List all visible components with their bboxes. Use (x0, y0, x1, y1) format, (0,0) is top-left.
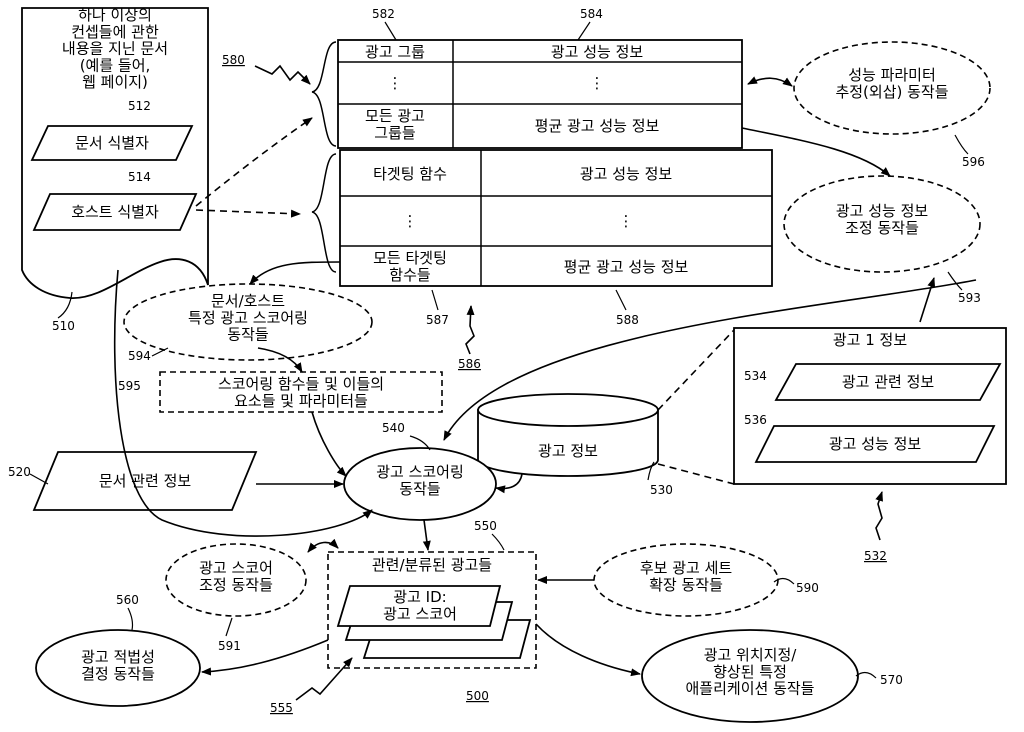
ad-group-header-1: 광고 그룹 (365, 43, 425, 61)
ad-group-table: 광고 그룹 광고 성능 정보 ⋮ ⋮ 모든 광고그룹들 평균 광고 성능 정보 (338, 40, 742, 148)
figure-ref: 500 (466, 689, 489, 703)
related-ads-title: 관련/분류된 광고들 (372, 556, 492, 574)
relevance-label: 광고 적법성결정 동작들 (81, 648, 155, 683)
ad1-info-title: 광고 1 정보 (833, 331, 907, 349)
ad-group-col2-ref: 584 (580, 7, 603, 21)
doc-id-label: 문서 식별자 (75, 134, 149, 152)
param-estimation-node: 성능 파라미터추정(외삽) 동작들 (794, 42, 990, 134)
perf-adjust-label: 광고 성능 정보조정 동작들 (836, 202, 929, 237)
ad-group-col1-ref: 582 (372, 7, 395, 21)
scoring-functions-box: 스코어링 함수들 및 이들의요소들 및 파라미터들 (160, 372, 442, 412)
related-ads-box: 관련/분류된 광고들 광고 ID:광고 스코어 (328, 552, 536, 668)
ad-group-header-2: 광고 성능 정보 (551, 43, 644, 61)
related-ads-ref: 550 (474, 519, 497, 533)
doc-id-ref: 512 (128, 99, 151, 113)
ad1-info-ref: 532 (864, 549, 887, 563)
targeting-ellipsis-1: ⋮ (403, 212, 418, 230)
ad-performance-label: 광고 성능 정보 (829, 435, 922, 453)
ad-scoring-ref: 540 (382, 421, 405, 435)
positioning-node: 광고 위치지정/향상된 특정애플리케이션 동작들 (642, 630, 858, 722)
candidate-expand-ref: 590 (796, 581, 819, 595)
doc-related-label: 문서 관련 정보 (99, 472, 192, 490)
doc-host-scoring-node: 문서/호스트특정 광고 스코어링동작들 (124, 284, 372, 360)
score-adjust-node: 광고 스코어조정 동작들 (166, 544, 306, 616)
ad-related-ref: 534 (744, 369, 767, 383)
scoring-functions-ref: 595 (118, 379, 141, 393)
ad-info-label: 광고 정보 (538, 442, 598, 460)
targeting-header-2: 광고 성능 정보 (580, 165, 673, 183)
ad1-info-box: 광고 1 정보 광고 관련 정보 534 광고 성능 정보 536 (734, 328, 1006, 484)
perf-adjust-node: 광고 성능 정보조정 동작들 (784, 176, 980, 272)
candidate-expand-node: 후보 광고 세트확장 동작들 (594, 544, 778, 616)
host-id-ref: 514 (128, 170, 151, 184)
targeting-col2-ref: 588 (616, 313, 639, 327)
host-id-label: 호스트 식별자 (71, 203, 159, 221)
ad-card-label: 광고 ID:광고 스코어 (383, 588, 457, 623)
ad-group-ellipsis-1: ⋮ (388, 74, 403, 92)
targeting-table-ref: 586 (458, 357, 481, 371)
relevance-ref: 560 (116, 593, 139, 607)
ad-related-label: 광고 관련 정보 (842, 373, 935, 391)
ad-info-ref: 530 (650, 483, 673, 497)
relevance-node: 광고 적법성결정 동작들 (36, 630, 200, 706)
doc-related-ref: 520 (8, 465, 31, 479)
ad-card-ref: 555 (270, 701, 293, 715)
scoring-functions-label: 스코어링 함수들 및 이들의요소들 및 파라미터들 (218, 375, 384, 410)
ad-performance-ref: 536 (744, 413, 767, 427)
ad-info-database: 광고 정보 (478, 394, 658, 476)
score-adjust-label: 광고 스코어조정 동작들 (199, 559, 273, 594)
doc-host-scoring-ref: 594 (128, 349, 151, 363)
param-estimation-label: 성능 파라미터추정(외삽) 동작들 (835, 66, 948, 101)
targeting-header-1: 타겟팅 함수 (373, 165, 447, 183)
ad-group-footer-2: 평균 광고 성능 정보 (535, 117, 660, 135)
ad-group-table-ref: 580 (222, 53, 245, 67)
targeting-table: 타겟팅 함수 광고 성능 정보 ⋮ ⋮ 모든 타겟팅함수들 평균 광고 성능 정… (340, 150, 772, 286)
ad-group-ellipsis-2: ⋮ (590, 74, 605, 92)
document-ref: 510 (52, 319, 75, 333)
positioning-ref: 570 (880, 673, 903, 687)
candidate-expand-label: 후보 광고 세트확장 동작들 (640, 559, 733, 594)
perf-adjust-ref: 593 (958, 291, 981, 305)
param-estimation-ref: 596 (962, 155, 985, 169)
targeting-footer-2: 평균 광고 성능 정보 (564, 258, 689, 276)
doc-related-shape: 문서 관련 정보 (34, 452, 256, 510)
targeting-ellipsis-2: ⋮ (619, 212, 634, 230)
score-adjust-ref: 591 (218, 639, 241, 653)
ad-scoring-node: 광고 스코어링동작들 (344, 448, 496, 520)
targeting-col1-ref: 587 (426, 313, 449, 327)
